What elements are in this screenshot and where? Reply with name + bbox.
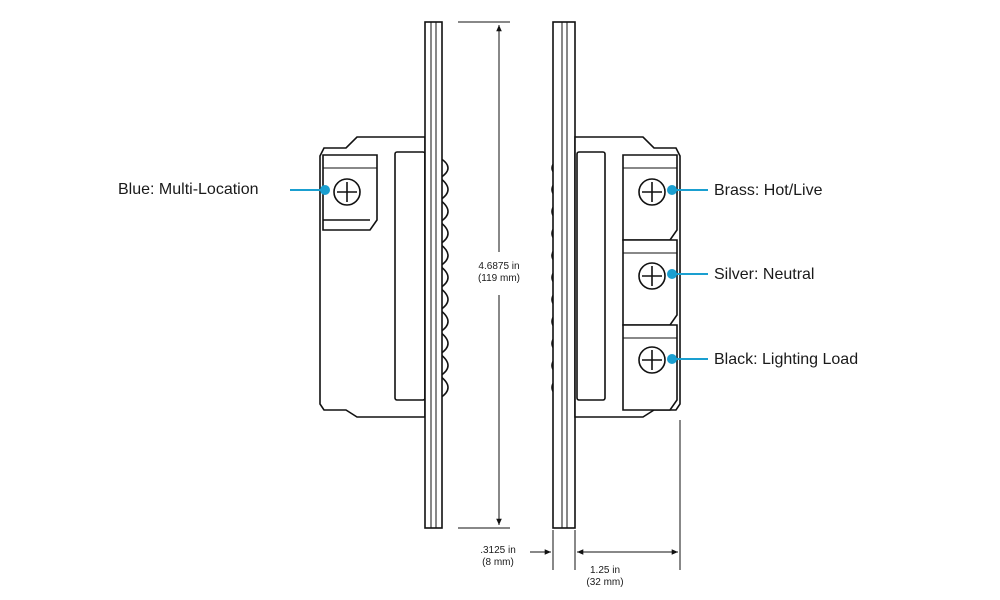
label-brass-hot-live: Brass: Hot/Live bbox=[714, 182, 823, 199]
height-dimension-label: 4.6875 in (119 mm) bbox=[474, 261, 524, 285]
plate-dimension-label: .3125 in (8 mm) bbox=[472, 545, 524, 569]
depth-mm: (32 mm) bbox=[586, 577, 624, 588]
depth-in: 1.25 in bbox=[589, 565, 621, 576]
right-switch-side-view bbox=[551, 21, 681, 529]
plate-mm: (8 mm) bbox=[482, 557, 514, 568]
depth-dimension-label: 1.25 in (32 mm) bbox=[580, 565, 630, 589]
left-switch-side-view bbox=[319, 21, 449, 529]
label-blue-multi-location: Blue: Multi-Location bbox=[118, 181, 259, 198]
depth-dimension bbox=[577, 420, 681, 570]
callout-silver bbox=[667, 269, 708, 279]
callout-black bbox=[667, 354, 708, 364]
height-dimension bbox=[458, 21, 510, 529]
plate-in: .3125 in bbox=[480, 545, 516, 556]
label-black-lighting-load: Black: Lighting Load bbox=[714, 351, 859, 368]
height-in: 4.6875 in bbox=[478, 261, 520, 272]
plate-thickness-dimension bbox=[530, 530, 598, 570]
callout-brass bbox=[667, 185, 708, 195]
callout-blue bbox=[290, 185, 330, 195]
height-mm: (119 mm) bbox=[477, 273, 521, 284]
label-silver-neutral: Silver: Neutral bbox=[714, 266, 815, 283]
